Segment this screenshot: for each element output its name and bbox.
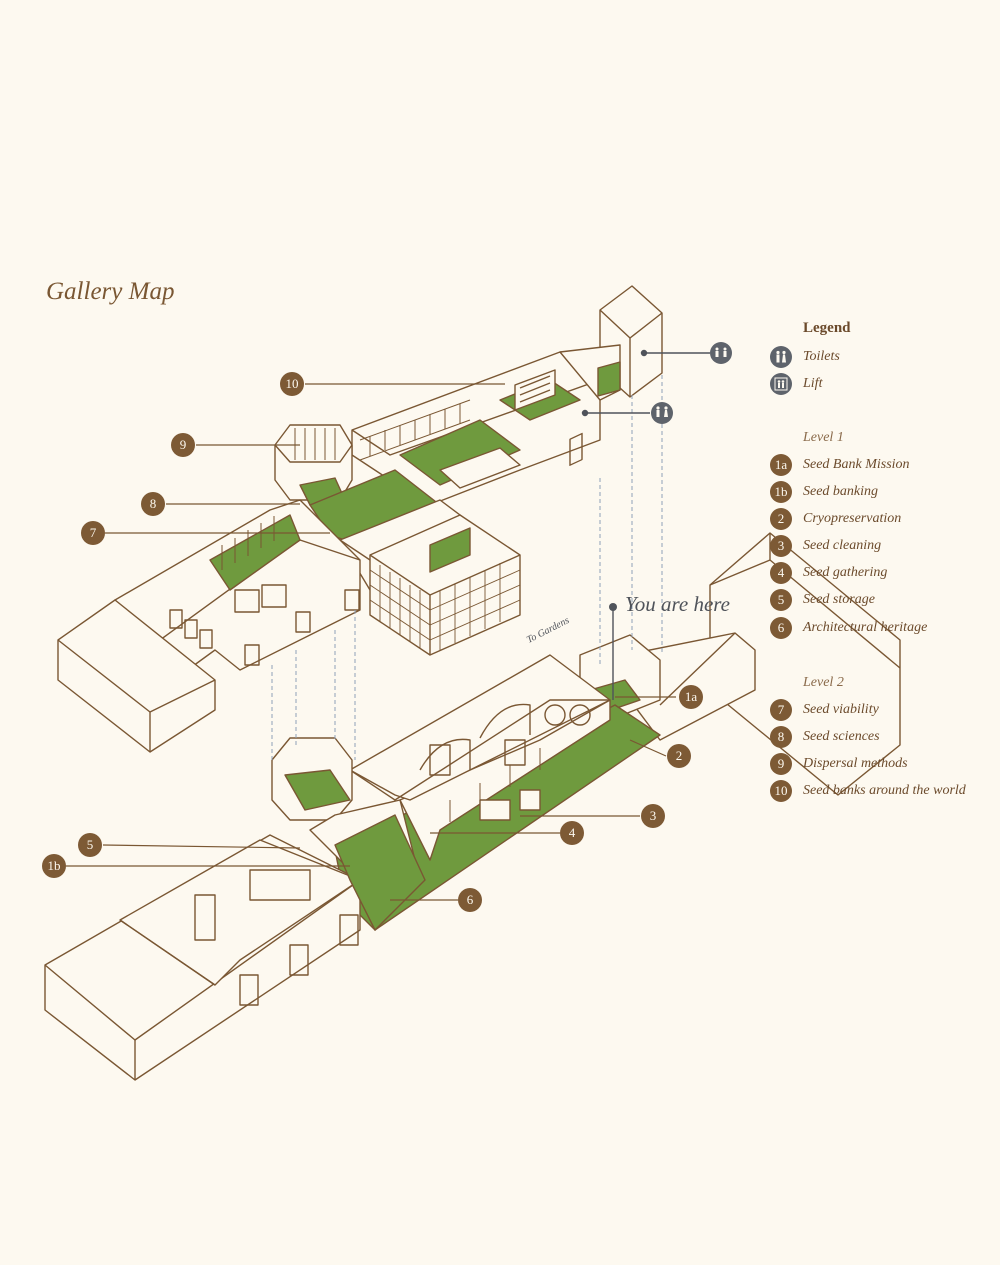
level-1-plan: [44, 632, 756, 1081]
legend-badge: 2: [770, 508, 792, 530]
legend-toilets: Toilets: [770, 345, 840, 369]
legend-badge: 6: [770, 617, 792, 639]
legend-item-7: 7 Seed viability: [770, 698, 879, 722]
legend-lift: Lift: [770, 372, 822, 396]
legend-item-6: 6 Architectural heritage: [770, 616, 927, 640]
level-1-heading: Level 1: [803, 430, 844, 445]
legend-badge: 4: [770, 562, 792, 584]
callout-4[interactable]: 4: [560, 821, 584, 845]
callout-9[interactable]: 9: [171, 433, 195, 457]
legend-item-5: 5 Seed storage: [770, 588, 875, 612]
legend-badge: 8: [770, 726, 792, 748]
legend-badge: 9: [770, 753, 792, 775]
lift-label: Lift: [803, 376, 823, 391]
callout-8[interactable]: 8: [141, 492, 165, 516]
legend-item-label: Seed viability: [803, 702, 879, 717]
callout-5[interactable]: 5: [78, 833, 102, 857]
legend-item-1a: 1a Seed Bank Mission: [770, 453, 910, 477]
legend-item-label: Seed banking: [803, 484, 879, 499]
callout-1b[interactable]: 1b: [42, 854, 66, 878]
legend-badge: 10: [770, 780, 792, 802]
legend-badge: 1a: [770, 454, 792, 476]
legend-badge: 7: [770, 699, 792, 721]
legend-item-label: Seed storage: [803, 592, 875, 607]
callout-7[interactable]: 7: [81, 521, 105, 545]
legend-item-8: 8 Seed sciences: [770, 725, 880, 749]
legend-item-1b: 1b Seed banking: [770, 480, 878, 504]
toilets-icon: [770, 346, 792, 368]
toilets-marker-glyph: [656, 406, 668, 417]
legend-item-label: Seed gathering: [803, 565, 888, 580]
level-2-plan: [57, 285, 663, 753]
page-title: Gallery Map: [46, 278, 175, 305]
legend-item-10: 10 Seed banks around the world: [770, 779, 966, 803]
callout-leaders: [66, 383, 676, 901]
toilets-label: Toilets: [803, 349, 840, 364]
callout-2[interactable]: 2: [667, 744, 691, 768]
callout-3[interactable]: 3: [641, 804, 665, 828]
callout-1a[interactable]: 1a: [679, 685, 703, 709]
level-2-heading: Level 2: [803, 675, 844, 690]
legend-item-label: Seed banks around the world: [803, 783, 966, 798]
callout-10[interactable]: 10: [280, 372, 304, 396]
legend-heading: Legend: [803, 320, 851, 336]
facility-markers: [581, 349, 710, 700]
legend-item-label: Cryopreservation: [803, 511, 902, 526]
legend-item-9: 9 Dispersal methods: [770, 752, 908, 776]
legend-item-2: 2 Cryopreservation: [770, 507, 901, 531]
lift-marker-icon: [710, 342, 732, 364]
legend-item-3: 3 Seed cleaning: [770, 534, 881, 558]
you-are-here-label: You are here: [625, 592, 730, 616]
lift-icon: [770, 373, 792, 395]
callout-6[interactable]: 6: [458, 888, 482, 912]
legend-badge: 5: [770, 589, 792, 611]
legend-item-4: 4 Seed gathering: [770, 561, 887, 585]
legend-item-label: Architectural heritage: [803, 620, 928, 635]
lift-marker-glyph: [715, 347, 727, 357]
legend-item-label: Dispersal methods: [803, 756, 908, 771]
level-connectors: [271, 375, 663, 760]
legend-item-label: Seed sciences: [803, 729, 880, 744]
legend-item-label: Seed cleaning: [803, 538, 882, 553]
legend-badge: 3: [770, 535, 792, 557]
you-are-here-marker: [609, 603, 617, 611]
toilets-marker-icon: [651, 402, 673, 424]
legend-badge: 1b: [770, 481, 792, 503]
legend-item-label: Seed Bank Mission: [803, 457, 910, 472]
